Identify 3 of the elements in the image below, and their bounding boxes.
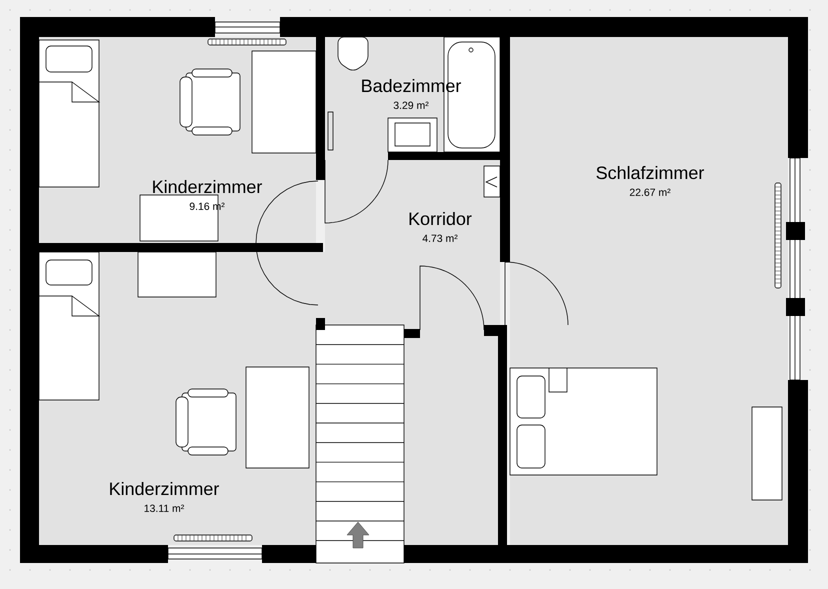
room-label: Kinderzimmer 13.11 m² [110,482,219,512]
room-label: Korridor 4.73 m² [410,212,472,242]
room-label: Schlafzimmer 22.67 m² [596,166,704,196]
